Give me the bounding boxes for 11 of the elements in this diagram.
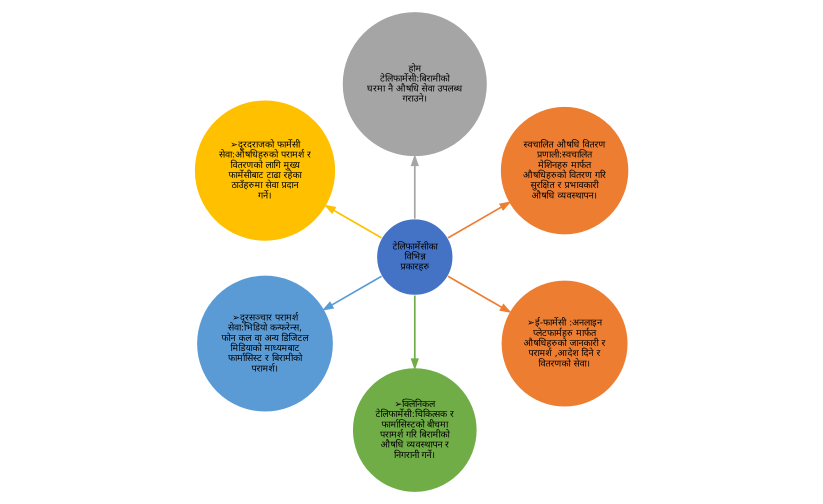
arrow: [410, 154, 419, 219]
arrow: [448, 201, 512, 239]
arrow: [322, 276, 382, 311]
node-circle: ➢क्लिनिकल टेलिफार्मेसी:चिकित्सक र फार्मासिस्टको बीचमा परामर्श गरि बिरामीको औषधि व्यवस्थापन र निगरानी गर्ने।: [352, 367, 478, 493]
node-circle: ➢ई-फार्मेसी :अनलाइन प्लेटफार्महरु मार्फत औषधिहरुको जानकारी र परामर्श ,आदेश दिने र वितरणको सेवा।: [500, 280, 628, 408]
node-circle: होम टेलिफार्मेसी:बिरामीको घरमा नै औषधि सेवा उपलब्ध गराउने।: [342, 11, 488, 157]
arrow: [324, 204, 382, 239]
arrow: [448, 276, 512, 313]
node-circle: टेलिफार्मेसीका विभिन्न प्रकारहरु: [376, 218, 454, 296]
arrow: [410, 295, 419, 370]
node-circle: स्वचालित औषधि वितरण प्रणाली:स्वचालित मेशिनहरु मार्फत औषधिहरुको वितरण गरि सुरक्षित र प्रभावकारी औषधि व्यवस्थापन।: [500, 106, 630, 236]
